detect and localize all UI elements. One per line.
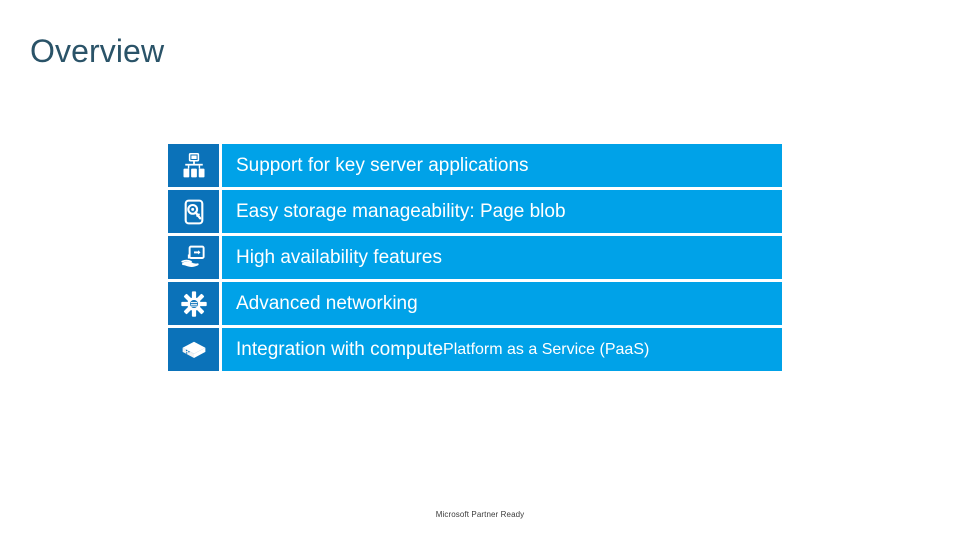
network-hub-icon	[180, 290, 208, 318]
text-cell: Easy storage manageability: Page blob	[222, 190, 782, 233]
feature-table: Support for key server applications Easy…	[168, 144, 782, 371]
feature-label: Advanced networking	[236, 292, 418, 314]
icon-cell	[168, 144, 219, 187]
page-title: Overview	[30, 33, 165, 69]
compute-box-icon	[180, 336, 208, 364]
text-cell: Advanced networking	[222, 282, 782, 325]
text-cell: Support for key server applications	[222, 144, 782, 187]
feature-label-suffix: Platform as a Service (PaaS)	[443, 340, 650, 358]
table-row[interactable]: Support for key server applications	[168, 144, 782, 187]
icon-cell	[168, 282, 219, 325]
text-cell: High availability features	[222, 236, 782, 279]
server-applications-icon	[180, 152, 208, 180]
text-cell: Integration with compute Platform as a S…	[222, 328, 782, 371]
icon-cell	[168, 328, 219, 371]
table-row[interactable]: Easy storage manageability: Page blob	[168, 190, 782, 233]
table-row[interactable]: High availability features	[168, 236, 782, 279]
feature-label: Support for key server applications	[236, 154, 529, 176]
icon-cell	[168, 236, 219, 279]
slide-footer: Microsoft Partner Ready	[435, 510, 525, 519]
icon-cell	[168, 190, 219, 233]
feature-label: Easy storage manageability: Page blob	[236, 200, 566, 222]
feature-label: Integration with compute	[236, 338, 444, 360]
disk-search-icon	[180, 198, 208, 226]
table-row[interactable]: Integration with compute Platform as a S…	[168, 328, 782, 371]
feature-label: High availability features	[236, 246, 442, 268]
table-row[interactable]: Advanced networking	[168, 282, 782, 325]
hand-screen-failover-icon	[180, 244, 208, 272]
